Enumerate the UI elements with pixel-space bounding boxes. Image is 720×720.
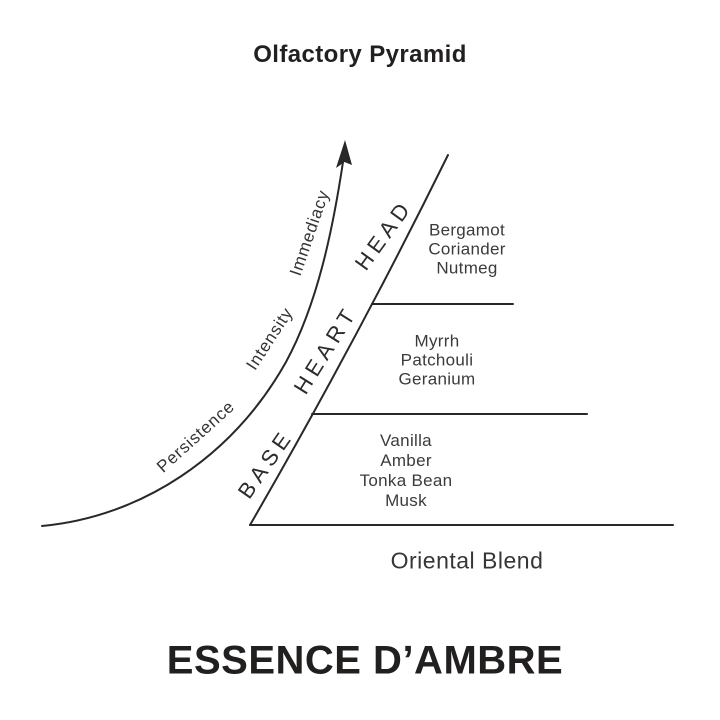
note-vanilla: Vanilla <box>380 431 432 450</box>
base-notes: Vanilla Amber Tonka Bean Musk <box>360 431 453 511</box>
note-bergamot: Bergamot <box>428 220 506 240</box>
note-coriander: Coriander <box>428 239 506 259</box>
blend-label: Oriental Blend <box>390 547 544 574</box>
axis-arrowhead-icon <box>336 140 352 168</box>
note-tonka-bean: Tonka Bean <box>359 471 453 490</box>
product-name: ESSENCE D’AMBRE <box>166 638 564 683</box>
pyramid-left-edge <box>249 154 449 526</box>
axis-arrow-curve <box>41 161 344 527</box>
note-musk: Musk <box>385 491 427 510</box>
note-patchouli: Patchouli <box>400 350 474 370</box>
note-nutmeg: Nutmeg <box>436 258 498 278</box>
note-geranium: Geranium <box>398 369 476 389</box>
head-notes: Bergamot Coriander Nutmeg <box>428 221 505 278</box>
heart-notes: Myrrh Patchouli Geranium <box>398 332 475 389</box>
note-myrrh: Myrrh <box>414 331 460 351</box>
note-amber: Amber <box>380 451 432 470</box>
diagram-title: Olfactory Pyramid <box>253 41 467 68</box>
